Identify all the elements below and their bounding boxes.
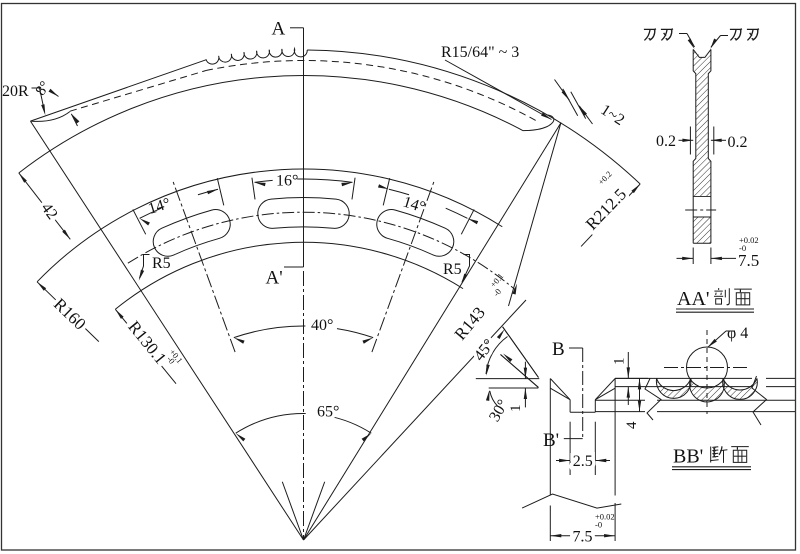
svg-text:4: 4 [624, 421, 640, 429]
svg-text:7.5: 7.5 [573, 529, 593, 546]
svg-text:-0: -0 [739, 243, 746, 253]
svg-text:+0.02: +0.02 [739, 235, 759, 245]
svg-text:1: 1 [612, 358, 628, 366]
svg-text:B': B' [543, 430, 559, 451]
svg-text:0.2: 0.2 [728, 134, 748, 151]
svg-text:14°: 14° [401, 194, 427, 217]
svg-text:7.5: 7.5 [738, 251, 759, 270]
svg-text:A': A' [266, 268, 283, 289]
svg-text:7.5: 7.5 [573, 529, 593, 546]
svg-text:A: A [272, 19, 286, 40]
svg-text:40°: 40° [311, 317, 333, 334]
svg-text:40°: 40° [311, 317, 333, 334]
svg-text:AA': AA' [677, 288, 710, 310]
svg-text:R15/64" ~ 3: R15/64" ~ 3 [441, 44, 519, 61]
svg-text:R5: R5 [152, 255, 171, 272]
svg-text:2.5: 2.5 [573, 453, 593, 470]
svg-text:R5: R5 [443, 261, 462, 278]
svg-text:14°: 14° [146, 195, 172, 218]
svg-text:16°: 16° [276, 173, 298, 190]
svg-text:-0: -0 [595, 520, 602, 530]
svg-text:0.2: 0.2 [656, 133, 676, 150]
svg-text:65°: 65° [317, 404, 339, 421]
svg-text:+0.02: +0.02 [595, 512, 615, 522]
svg-text:2.5: 2.5 [573, 453, 593, 470]
svg-text:B: B [552, 339, 565, 360]
svg-text:-0: -0 [491, 286, 503, 298]
svg-text:φ 4: φ 4 [727, 325, 748, 342]
svg-text:20R: 20R [2, 83, 29, 100]
svg-text:65°: 65° [317, 404, 339, 421]
svg-text:BB': BB' [673, 446, 703, 468]
svg-text:-0: -0 [165, 354, 177, 366]
svg-text:1: 1 [508, 405, 524, 413]
